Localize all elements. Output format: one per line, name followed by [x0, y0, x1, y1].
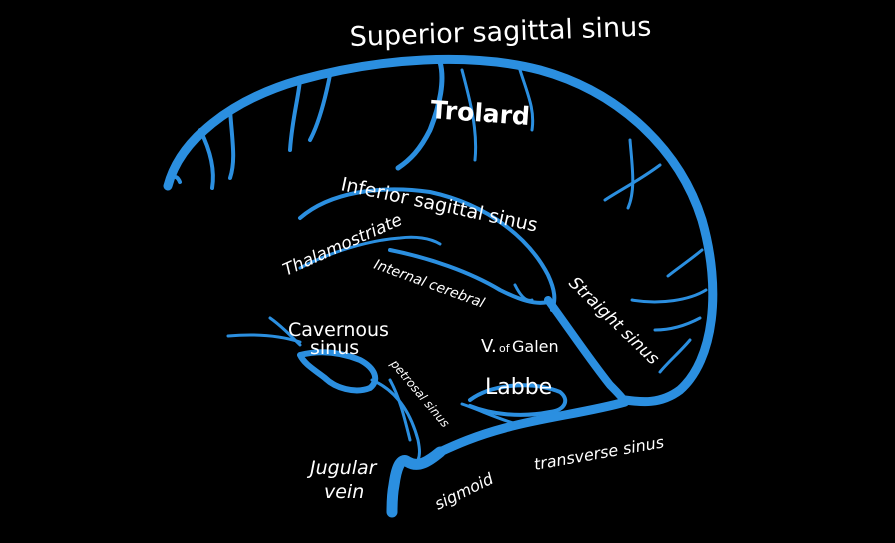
venous-system [163, 54, 718, 518]
frontal-vein-2 [228, 108, 236, 180]
vein-of-labbe [468, 383, 568, 417]
trolard-branch [460, 68, 478, 162]
petrosal-sinus-vessel [370, 378, 421, 462]
cortical-vein-5 [658, 338, 692, 374]
thalamostriate-vessel [298, 235, 442, 270]
trolard-branch-2 [518, 68, 535, 132]
label-sinus: sinus [310, 337, 359, 359]
label-v-of-galen-galen: Galen [512, 337, 559, 356]
cortical-vein-3 [666, 248, 704, 278]
label-v-of-galen-of: of [499, 342, 511, 355]
cavernous-branch [268, 316, 302, 347]
labbe-branch [460, 402, 522, 427]
cavernous-sinus-vessel [297, 349, 379, 394]
frontal-vein-4 [308, 73, 332, 142]
petrosal-branch [388, 378, 412, 442]
transverse-sinus-vessel [435, 397, 630, 457]
frontal-vein-5 [167, 174, 182, 188]
label-vein: vein [324, 481, 364, 503]
cortical-vein-2 [603, 163, 662, 202]
sigmoid-sinus-vessel [386, 446, 446, 518]
cortical-vein-4 [630, 288, 708, 304]
label-jugular: Jugular [306, 457, 378, 479]
internal-cerebral-vessel [388, 248, 550, 305]
cortical-vein-1 [626, 138, 635, 210]
inferior-sagittal-sinus-vessel [298, 187, 557, 312]
label-labbe: Labbe [485, 375, 552, 400]
galen-loop [513, 283, 534, 302]
label-trolard: Trolard [430, 95, 531, 131]
superior-sagittal-sinus-vessel [163, 54, 718, 407]
cortical-vein-6 [653, 316, 702, 332]
vein-of-trolard [395, 59, 445, 171]
frontal-vein-3 [288, 78, 302, 152]
label-cavernous: Cavernous [288, 319, 389, 341]
label-v-of-galen-v: V. [481, 336, 497, 357]
frontal-vein-1 [198, 128, 215, 190]
